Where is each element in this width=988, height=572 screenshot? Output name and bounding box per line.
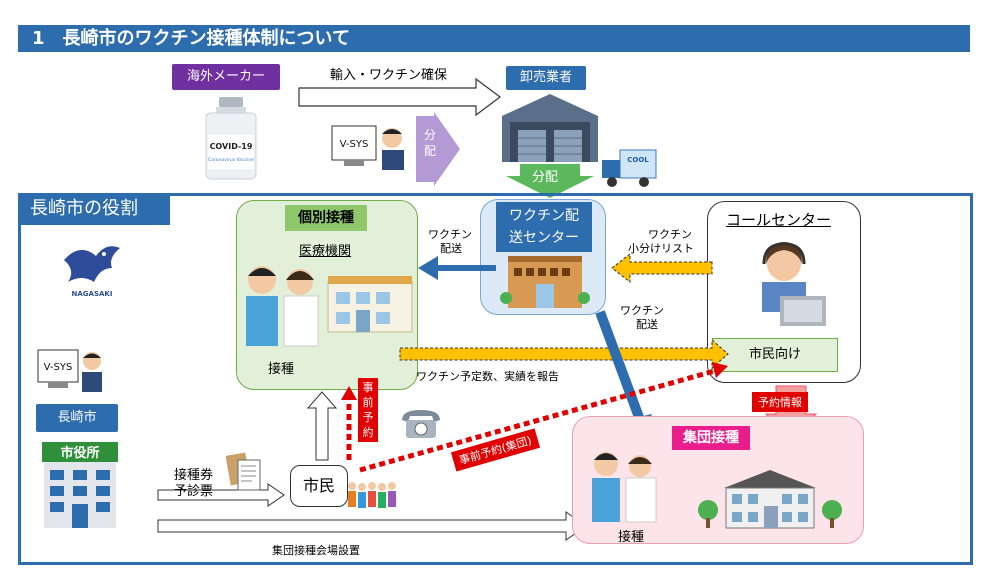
advance-char-3: 予: [362, 411, 374, 424]
citizens-group-icon: [348, 482, 396, 508]
svg-text:V-SYS: V-SYS: [340, 139, 369, 150]
advance-char-4: 約: [362, 426, 374, 439]
citizen-box: 市民: [290, 465, 348, 507]
voucher-label-2: 予診票: [174, 484, 214, 499]
doctor-patient-icon: [246, 266, 319, 347]
distribute-arrow-purple: [416, 112, 460, 186]
individual-delivery-label-1: ワクチン: [428, 228, 472, 241]
distribution-center-title-line2: 送センター: [509, 230, 579, 246]
svg-text:V-SYS: V-SYS: [44, 362, 73, 373]
document-icon: [226, 452, 261, 491]
svg-text:COOL: COOL: [627, 156, 649, 164]
group-venue-label: 集団接種会場設置: [272, 544, 360, 557]
individual-delivery-label-2: 配送: [440, 242, 462, 255]
city-tag: 長崎市: [36, 404, 118, 432]
center-delivery-label-1: ワクチン: [620, 304, 664, 317]
subdivision-list-label-1: ワクチン: [648, 228, 692, 241]
call-center-title: コールセンター: [726, 211, 832, 229]
distribute-label: 分配: [532, 170, 559, 185]
medical-institution-label: 医療機関: [299, 244, 352, 259]
individual-inoculation-label: 接種: [268, 362, 295, 377]
wholesaler-tag: 卸売業者: [506, 66, 586, 90]
svg-text:市役所: 市役所: [60, 445, 99, 461]
import-label: 輸入・ワクチン確保: [330, 68, 448, 83]
city-role-title: 長崎市の役割: [18, 193, 170, 225]
telephone-icon: [402, 410, 440, 438]
city-vsys-operator-icon: V-SYS: [37, 349, 102, 392]
voucher-label-1: 接種券: [174, 468, 214, 483]
warehouse-icon: [502, 94, 598, 162]
distribute-label-vertical: 分配: [424, 128, 437, 158]
report-label: ワクチン予定数、実績を報告: [416, 370, 559, 383]
group-doctor-patient-icon: [592, 452, 657, 523]
import-arrow: [298, 78, 501, 116]
page-title: 1 長崎市のワクチン接種体制について: [18, 25, 970, 52]
cool-truck-icon: COOL: [602, 149, 657, 187]
for-citizens-box: 市民向け: [712, 338, 838, 372]
distribution-center-title-line1: ワクチン配: [509, 208, 579, 224]
manufacturer-tag: 海外メーカー: [172, 64, 280, 90]
advance-char-2: 前: [362, 396, 374, 409]
distribution-center-building-icon: [500, 256, 590, 308]
vial-sublabel: Coronavirus Vaccine: [208, 157, 254, 163]
nagasaki-logo-icon: NAGASAKI: [64, 246, 120, 298]
reservation-info-label: 予約情報: [752, 392, 808, 412]
call-center-operator-icon: [762, 242, 826, 326]
vaccine-vial-icon: COVID-19 Coronavirus Vaccine: [205, 97, 257, 180]
distribution-center-title: ワクチン配 送センター: [496, 202, 592, 252]
clinic-building-icon: [327, 276, 413, 333]
group-inoculation-label: 接種: [618, 530, 645, 545]
svg-text:NAGASAKI: NAGASAKI: [72, 290, 113, 298]
city-hall-icon: 市役所: [42, 442, 118, 528]
vial-label: COVID-19: [210, 142, 253, 151]
individual-vaccination-title: 個別接種: [285, 205, 367, 231]
city-role-frame: [18, 193, 973, 565]
center-delivery-label-2: 配送: [636, 318, 658, 331]
distribute-arrow-green: [506, 164, 594, 198]
advance-reservation-vertical: 事 前 予 約: [358, 378, 378, 442]
subdivision-list-label-2: 小分けリスト: [628, 242, 694, 255]
advance-char-1: 事: [362, 381, 374, 394]
vsys-operator-icon: V-SYS: [331, 125, 404, 170]
group-vaccination-title: 集団接種: [672, 426, 750, 450]
group-venue-building-icon: [698, 470, 842, 529]
